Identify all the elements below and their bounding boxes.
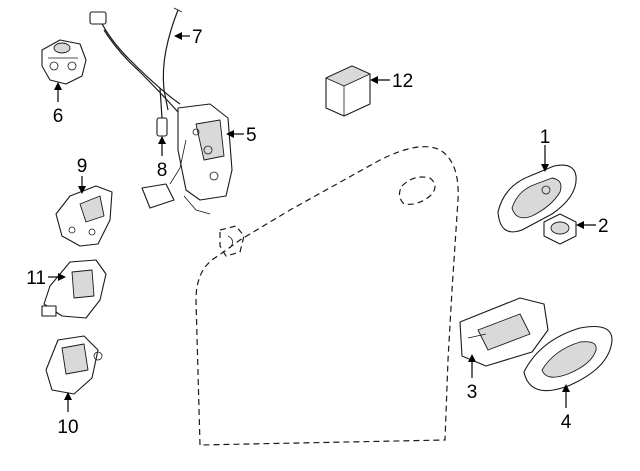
callout-7: 7 xyxy=(192,27,203,48)
cable-part xyxy=(89,7,183,113)
lower-hinge-part xyxy=(45,335,103,395)
callout-10: 10 xyxy=(57,417,78,438)
callout-4: 4 xyxy=(561,412,572,433)
door-outline xyxy=(195,146,459,446)
lock-cylinder-part xyxy=(543,213,577,245)
callout-2: 2 xyxy=(598,216,609,237)
control-module-part xyxy=(325,65,371,117)
callout-8: 8 xyxy=(157,160,168,181)
callout-labels: 1 2 3 4 5 6 7 8 9 10 11 12 xyxy=(26,27,608,438)
striker-plate-part xyxy=(41,39,87,85)
callout-1: 1 xyxy=(540,127,551,148)
callout-6: 6 xyxy=(53,106,64,127)
latch-bracket xyxy=(219,225,245,257)
upper-hinge-part xyxy=(55,185,113,247)
callout-leaders xyxy=(48,32,596,412)
callout-11: 11 xyxy=(26,268,46,289)
callout-9: 9 xyxy=(77,156,88,177)
outer-handle-part xyxy=(497,164,577,233)
lock-actuator-part xyxy=(141,103,233,215)
handle-bezel-part xyxy=(523,325,613,392)
callout-5: 5 xyxy=(246,125,257,146)
hinge-check-part xyxy=(41,259,107,319)
callout-3: 3 xyxy=(467,382,478,403)
inner-handle-bracket-part xyxy=(459,297,549,367)
callout-12: 12 xyxy=(392,71,413,92)
